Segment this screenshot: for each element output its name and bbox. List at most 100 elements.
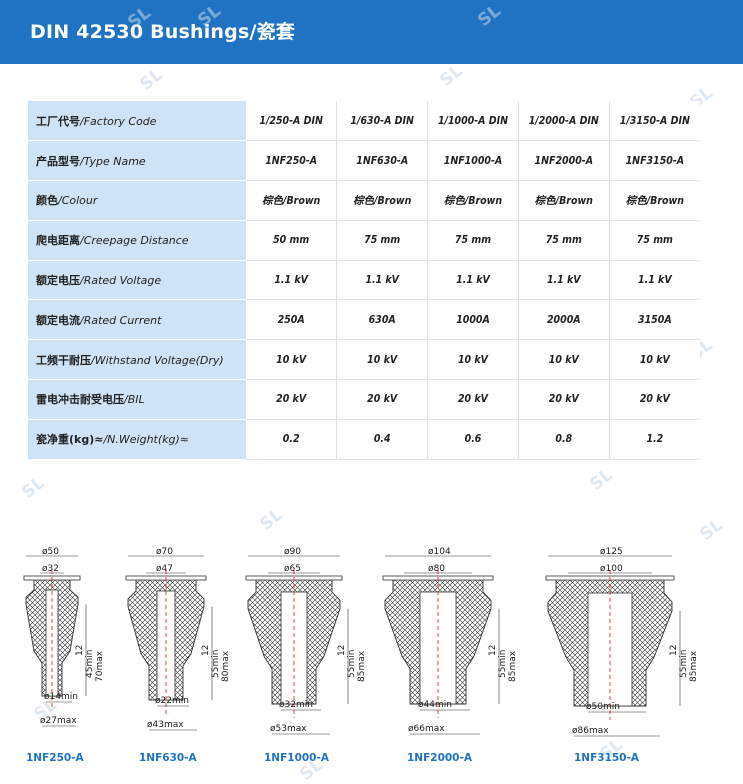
dim-min-height: 55min	[498, 650, 508, 678]
row-label: 工频干耐压/Withstand Voltage(Dry)	[28, 339, 246, 381]
part-label-1nf2000: 1NF2000-A	[407, 752, 472, 764]
table-cell: 1.1 kV	[427, 260, 519, 301]
row-label-en: /Type Name	[80, 154, 146, 168]
dim-outer-diameter: ø90	[284, 547, 301, 557]
table-cell: 20 kV	[246, 379, 338, 420]
watermark: SL	[436, 61, 467, 91]
table-cell: 0.8	[518, 419, 610, 460]
watermark: SL	[18, 473, 49, 503]
table-cell: 1/2000-A DIN	[518, 101, 610, 142]
table-cell: 10 kV	[609, 339, 700, 381]
row-label: 产品型号/Type Name	[28, 140, 246, 182]
dim-bottom-min: ø50min	[586, 702, 620, 712]
row-label: 工厂代号/Factory Code	[28, 101, 246, 142]
dim-bottom-max: ø86max	[572, 726, 609, 736]
row-label-en: /Colour	[58, 194, 98, 208]
page-title: DIN 42530 Bushings/瓷套	[30, 21, 296, 43]
table-cell: 1/630-A DIN	[336, 101, 429, 142]
dim-min-height: 55min	[679, 650, 689, 678]
row-label-cn: 工频干耐压	[36, 353, 91, 367]
table-cell: 1.2	[609, 419, 700, 460]
row-label-cn: 颜色	[36, 194, 58, 208]
watermark: SL	[136, 65, 167, 95]
row-label: 颜色/Colour	[28, 180, 246, 221]
row-label: 爬电距离/Creepage Distance	[28, 220, 246, 261]
row-label: 额定电压/Rated Voltage	[28, 260, 246, 301]
table-cell: 1/3150-A DIN	[609, 101, 700, 142]
watermark: SL	[586, 465, 617, 495]
dim-max-height: 85max	[508, 650, 518, 682]
dim-bottom-min: ø14min	[44, 692, 78, 702]
table-cell: 250A	[246, 299, 338, 341]
dim-min-height: 45min	[85, 650, 95, 678]
table-cell: 75 mm	[427, 220, 519, 261]
row-label-cn: 爬电距离	[36, 234, 80, 248]
table-cell: 棕色/Brown	[427, 180, 519, 221]
dim-outer-diameter: ø50	[42, 547, 59, 557]
dim-shoulder: 12	[201, 645, 211, 656]
dim-inner-diameter: ø47	[156, 564, 173, 574]
row-label-cn: 雷电冲击耐受电压	[36, 393, 124, 407]
dim-shoulder: 12	[488, 645, 498, 656]
table-cell: 75 mm	[336, 220, 429, 261]
table-cell: 1.1 kV	[336, 260, 429, 301]
table-cell: 棕色/Brown	[336, 180, 429, 221]
dim-shoulder: 12	[669, 645, 679, 656]
table-cell: 1NF630-A	[336, 140, 429, 182]
table-cell: 1NF1000-A	[427, 140, 519, 182]
table-cell: 20 kV	[336, 379, 429, 420]
table-cell: 10 kV	[518, 339, 610, 381]
table-cell: 10 kV	[427, 339, 519, 381]
dim-max-height: 70max	[95, 650, 105, 682]
dim-shoulder: 12	[337, 645, 347, 656]
table-cell: 1.1 kV	[609, 260, 700, 301]
dim-shoulder: 12	[75, 645, 85, 656]
dim-max-height: 80max	[221, 650, 231, 682]
row-label-cn: 瓷净重(kg)≈	[36, 433, 104, 447]
dim-inner-diameter: ø65	[284, 564, 301, 574]
row-label: 瓷净重(kg)≈/N.Weight(kg)≈	[28, 419, 246, 460]
row-label: 雷电冲击耐受电压/BIL	[28, 379, 246, 420]
table-cell: 1NF250-A	[246, 140, 338, 182]
row-label-en: /Withstand Voltage(Dry)	[91, 353, 224, 367]
table-cell: 1/1000-A DIN	[427, 101, 519, 142]
row-label-en: /N.Weight(kg)≈	[103, 433, 190, 447]
table-cell: 20 kV	[518, 379, 610, 420]
table-cell: 10 kV	[336, 339, 429, 381]
dim-outer-diameter: ø70	[156, 547, 173, 557]
table-cell: 20 kV	[609, 379, 700, 420]
row-label-en: /Rated Current	[80, 313, 162, 327]
table-cell: 20 kV	[427, 379, 519, 420]
dim-bottom-max: ø53max	[270, 724, 307, 734]
dim-bottom-min: ø32min	[279, 700, 313, 710]
table-cell: 1.1 kV	[246, 260, 338, 301]
dim-bottom-max: ø43max	[147, 720, 184, 730]
part-label-1nf630: 1NF630-A	[139, 752, 197, 764]
row-label-en: /Rated Voltage	[80, 274, 162, 288]
part-label-1nf3150: 1NF3150-A	[574, 752, 639, 764]
row-label-cn: 工厂代号	[36, 114, 80, 128]
dim-bottom-max: ø66max	[408, 724, 445, 734]
dim-bottom-min: ø44min	[418, 700, 452, 710]
dim-bottom-max: ø27max	[40, 716, 77, 726]
header-banner: DIN 42530 Bushings/瓷套	[0, 0, 743, 64]
table-cell: 棕色/Brown	[246, 180, 338, 221]
dim-inner-diameter: ø32	[42, 564, 59, 574]
table-cell: 1/250-A DIN	[246, 101, 338, 142]
dim-max-height: 85max	[689, 650, 699, 682]
table-cell: 2000A	[518, 299, 610, 341]
table-cell: 0.4	[336, 419, 429, 460]
row-label-cn: 产品型号	[36, 154, 80, 168]
dim-outer-diameter: ø104	[428, 547, 451, 557]
